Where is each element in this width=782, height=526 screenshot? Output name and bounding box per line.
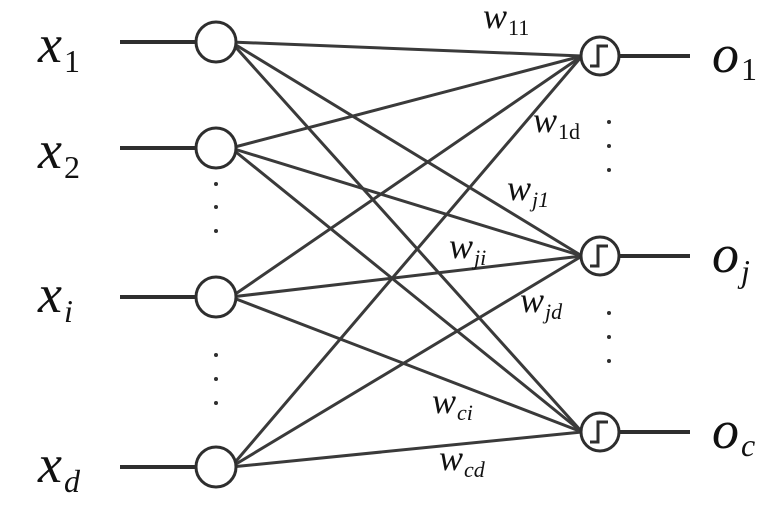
ellipsis-dot [607, 120, 611, 124]
weight-label-wj1: wj1 [507, 168, 549, 212]
output-label-o1: o1 [712, 24, 757, 87]
connection-x2-oc [229, 146, 584, 434]
output-label-oc: oc [712, 400, 755, 463]
step-function-icon [590, 420, 608, 444]
connection-xd-o1 [229, 54, 584, 469]
step-function-icon [590, 244, 608, 268]
input-label-xd: xd [37, 434, 81, 499]
input-label-xi: xi [37, 264, 73, 329]
input-node-xd [194, 445, 238, 489]
output-label-oj: oj [712, 224, 750, 289]
ellipsis-dot [607, 311, 611, 315]
output-node-o1 [579, 35, 621, 77]
ellipsis-dots [214, 120, 611, 405]
connection-xd-oj [229, 254, 584, 469]
weight-label-w1d: w1d [533, 100, 580, 144]
connection-x1-o1 [229, 40, 584, 58]
connection-xd-oc [229, 430, 584, 469]
connection-xi-oc [229, 295, 584, 434]
weight-label-wci: wci [432, 381, 473, 425]
input-leads [120, 40, 196, 469]
connection-x2-oj [229, 146, 584, 258]
input-nodes [194, 20, 238, 489]
input-labels: x1 x2 xi xd [37, 14, 81, 499]
connection-xi-o1 [229, 54, 584, 299]
ellipsis-dot [214, 182, 218, 186]
weight-labels: w11 w1d wj1 wji wjd wci wcd [432, 0, 580, 482]
input-node-x2 [194, 126, 238, 170]
input-label-x1: x1 [37, 14, 80, 79]
output-node-oc [579, 411, 621, 453]
ellipsis-dot [607, 359, 611, 363]
input-node-x1 [194, 20, 238, 64]
ellipsis-dot [607, 168, 611, 172]
weight-label-wjd: wjd [520, 280, 563, 324]
weight-label-wji: wji [449, 226, 486, 270]
connections [229, 40, 584, 469]
input-node-xi [194, 275, 238, 319]
ellipsis-dot [214, 377, 218, 381]
connection-x2-o1 [229, 54, 584, 150]
weight-label-w11: w11 [483, 0, 529, 40]
output-leads [620, 54, 690, 434]
output-node-oj [579, 235, 621, 277]
ellipsis-dot [214, 205, 218, 209]
ellipsis-dot [607, 335, 611, 339]
output-labels: o1 oj oc [712, 24, 757, 463]
input-label-x2: x2 [37, 120, 80, 185]
output-nodes [579, 35, 621, 453]
weight-label-wcd: wcd [439, 438, 486, 482]
connection-xi-oj [229, 254, 584, 299]
ellipsis-dot [214, 353, 218, 357]
ellipsis-dot [607, 144, 611, 148]
ellipsis-dot [214, 401, 218, 405]
connection-x1-oj [229, 40, 584, 258]
ellipsis-dot [214, 229, 218, 233]
step-function-icon [590, 44, 608, 68]
connection-x1-oc [229, 40, 584, 434]
